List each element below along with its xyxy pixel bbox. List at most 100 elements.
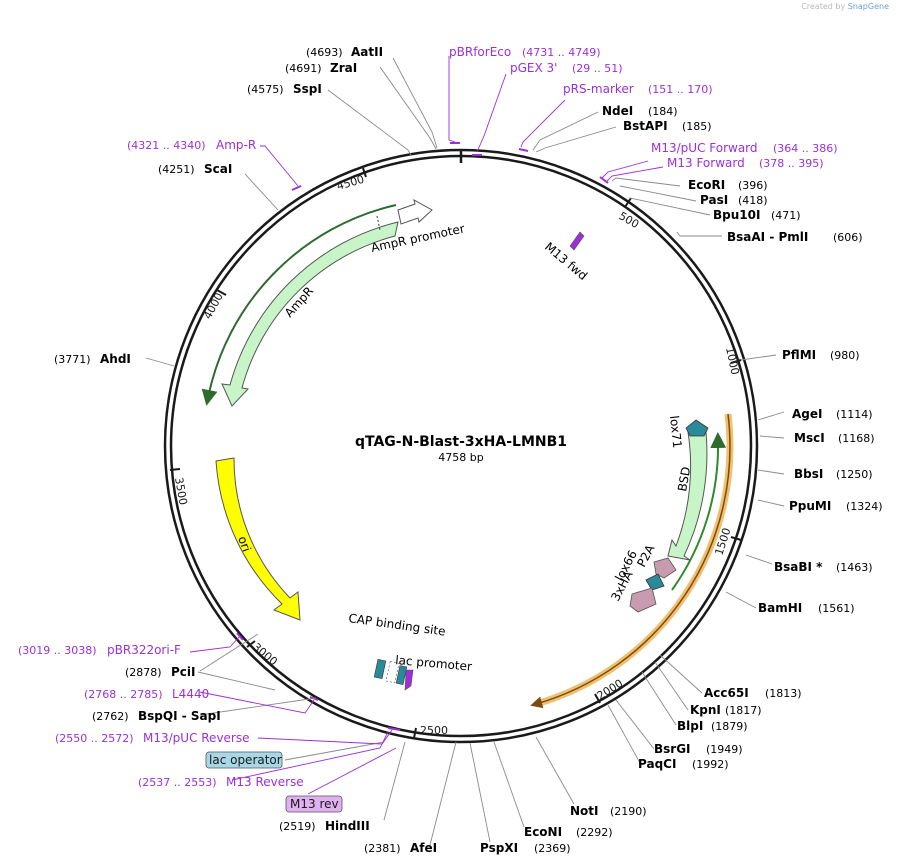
- primer-range-pbrforeco: (4731 .. 4749): [522, 46, 601, 59]
- site-pos-pflmi: (980): [830, 349, 860, 362]
- primer-m13puc-reverse[interactable]: M13/pUC Reverse: [143, 731, 250, 745]
- site-pos-agei: (1114): [836, 408, 873, 421]
- site-sspi[interactable]: SspI: [293, 82, 322, 96]
- site-kpni[interactable]: KpnI: [690, 703, 721, 717]
- site-noti[interactable]: NotI: [570, 804, 599, 818]
- site-pos-aatii: (4693): [306, 46, 343, 59]
- site-pos-scai: (4251): [158, 163, 195, 176]
- primer-range-prs-marker: (151 .. 170): [648, 83, 713, 96]
- site-afei[interactable]: AfeI: [410, 841, 437, 855]
- site-pos-bsaai-pmli: (606): [833, 231, 863, 244]
- site-pos-acc65i: (1813): [765, 687, 802, 700]
- site-agei[interactable]: AgeI: [792, 407, 822, 421]
- m13-fwd-label: M13 fwd: [542, 240, 590, 283]
- primer-l4440[interactable]: L4440: [172, 687, 209, 701]
- p2a-glyph[interactable]: [653, 557, 677, 579]
- snapgene-logo: SnapGene: [847, 2, 889, 11]
- site-pos-pcii: (2878): [125, 666, 162, 679]
- site-pos-hindiii: (2519): [279, 820, 316, 833]
- site-pos-pspxi: (2369): [534, 842, 571, 855]
- primer-range-pbr322ori-f: (3019 .. 3038): [18, 644, 97, 657]
- site-pos-bsabi: (1463): [836, 561, 873, 574]
- primer-leader-lines: [189, 56, 664, 795]
- site-pos-afei: (2381): [364, 842, 401, 855]
- site-pos-kpni: (1817): [725, 704, 762, 717]
- site-pspxi[interactable]: PspXI: [480, 841, 518, 855]
- primer-pbr322ori-f[interactable]: pBR322ori-F: [107, 643, 181, 657]
- bsd-arrow[interactable]: [667, 431, 708, 561]
- ori-arrow[interactable]: [215, 457, 301, 621]
- site-zrai[interactable]: ZraI: [330, 61, 357, 75]
- primer-pgex3[interactable]: pGEX 3': [510, 61, 557, 75]
- tick-label-1000: 1000: [723, 346, 742, 376]
- ampr-promoter-arrow[interactable]: [397, 199, 433, 225]
- m13-rev-label: M13 rev: [290, 797, 339, 811]
- site-econi[interactable]: EcoNI: [524, 825, 562, 839]
- site-pos-noti: (2190): [610, 805, 647, 818]
- site-pflmi[interactable]: PflMI: [782, 348, 816, 362]
- insert-arc: [530, 413, 731, 709]
- m13-rev-box[interactable]: [285, 795, 343, 813]
- site-bbsi[interactable]: BbsI: [794, 467, 823, 481]
- tick-label-3000: 3000: [250, 640, 280, 668]
- site-pasi[interactable]: PasI: [700, 193, 728, 207]
- site-pos-sspi: (4575): [247, 83, 284, 96]
- ampr-line: [201, 204, 397, 406]
- m13-rev-glyph[interactable]: [404, 669, 414, 691]
- lac-operator-glyph[interactable]: [395, 665, 408, 685]
- site-pos-ecori: (396): [738, 179, 768, 192]
- primer-m13-forward[interactable]: M13 Forward: [667, 156, 745, 170]
- site-ecori[interactable]: EcoRI: [688, 178, 725, 192]
- m13-fwd-glyph[interactable]: [569, 231, 585, 251]
- site-scai[interactable]: ScaI: [204, 162, 232, 176]
- ampr-arrow[interactable]: [221, 221, 399, 407]
- site-ppumi[interactable]: PpuMI: [789, 499, 831, 513]
- lox71-glyph[interactable]: [685, 419, 709, 437]
- 3xha-glyph[interactable]: [629, 587, 657, 613]
- site-pos-bstapi: (185): [682, 120, 712, 133]
- tick-label-2500: 2500: [420, 724, 448, 737]
- lox66-glyph[interactable]: [645, 573, 665, 591]
- primer-amp-r[interactable]: Amp-R: [216, 138, 256, 152]
- site-bsabi[interactable]: BsaBI *: [774, 560, 823, 574]
- primer-range-m13-forward: (378 .. 395): [759, 157, 824, 170]
- site-pos-pasi: (418): [738, 194, 768, 207]
- lac-promoter-glyph[interactable]: [385, 661, 400, 684]
- tick-label-500: 500: [617, 209, 642, 231]
- site-ndei[interactable]: NdeI: [602, 104, 633, 118]
- site-pos-bsrgi: (1949): [706, 743, 743, 756]
- primer-range-m13puc-forward: (364 .. 386): [773, 142, 838, 155]
- site-bamhi[interactable]: BamHI: [758, 601, 802, 615]
- credit-prefix: Created by: [801, 2, 846, 11]
- site-bpu10i[interactable]: Bpu10I: [713, 208, 760, 222]
- site-pos-bbsi: (1250): [836, 468, 873, 481]
- site-bspqi-sapi[interactable]: BspQI - SapI: [138, 709, 221, 723]
- cap-site-glyph[interactable]: [373, 659, 387, 679]
- site-blpi[interactable]: BlpI: [677, 719, 703, 733]
- primer-range-m13-reverse: (2537 .. 2553): [138, 776, 217, 789]
- primer-m13puc-forward[interactable]: M13/pUC Forward: [651, 141, 758, 155]
- site-bsrgi[interactable]: BsrGI: [654, 742, 691, 756]
- site-pcii[interactable]: PciI: [171, 665, 196, 679]
- primer-range-amp-r: (4321 .. 4340): [127, 139, 206, 152]
- lac-promoter-label: lac promoter: [395, 653, 473, 674]
- site-pos-bpu10i: (471): [771, 209, 801, 222]
- site-msci[interactable]: MscI: [794, 431, 825, 445]
- site-pos-ndei: (184): [648, 105, 678, 118]
- primer-pbrforeco[interactable]: pBRforEco: [449, 45, 511, 59]
- primer-m13-reverse[interactable]: M13 Reverse: [226, 775, 304, 789]
- site-pos-zrai: (4691): [285, 62, 322, 75]
- site-aatii[interactable]: AatII: [351, 45, 383, 59]
- lac-operator-box[interactable]: [205, 751, 283, 769]
- site-bsaai-pmli[interactable]: BsaAI - PmlI: [727, 230, 808, 244]
- plasmid-name: qTAG-N-Blast-3xHA-LMNB1: [355, 434, 567, 450]
- site-hindiii[interactable]: HindIII: [325, 819, 370, 833]
- site-acc65i[interactable]: Acc65I: [704, 686, 749, 700]
- site-ahdi[interactable]: AhdI: [100, 352, 131, 366]
- primer-marks: [236, 142, 609, 731]
- site-paqci[interactable]: PaqCI: [638, 757, 676, 771]
- site-bstapi[interactable]: BstAPI: [623, 119, 668, 133]
- primer-prs-marker[interactable]: pRS-marker: [563, 82, 634, 96]
- primer-range-m13puc-reverse: (2550 .. 2572): [55, 732, 134, 745]
